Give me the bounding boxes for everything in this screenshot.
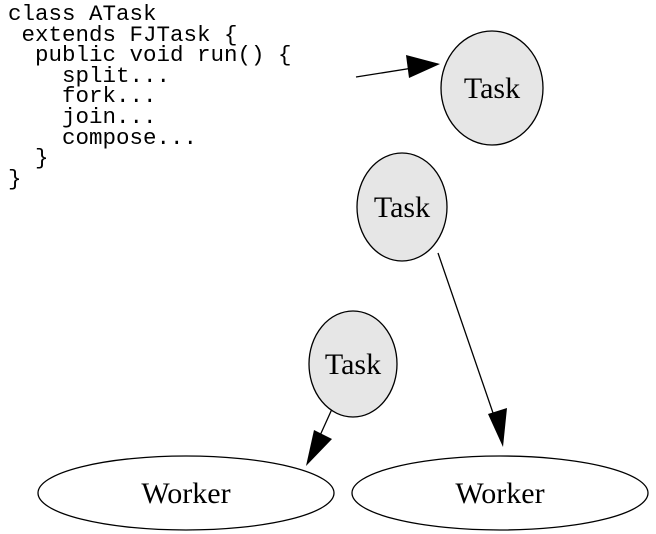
code-line: }	[8, 165, 22, 192]
task-node-bottom: Task	[308, 310, 398, 418]
code-line: join...	[8, 103, 157, 130]
code-line: split...	[8, 62, 171, 89]
worker-node-left: Worker	[37, 455, 335, 531]
code-line: compose...	[8, 124, 198, 151]
code-line: extends FJTask {	[8, 21, 238, 48]
arrow-task-to-worker-right	[437, 252, 504, 443]
task-node-label: Task	[374, 191, 430, 224]
code-line: }	[8, 145, 49, 172]
code-line: class ATask	[8, 1, 157, 27]
code-line: public void run() {	[8, 42, 292, 69]
task-node-middle: Task	[356, 152, 448, 262]
worker-node-label: Worker	[455, 477, 544, 510]
code-line: fork...	[8, 83, 157, 110]
arrow-task-to-worker-left-head	[306, 430, 332, 466]
arrow-run-to-task-head	[406, 55, 440, 78]
arrow-task-to-worker-right-head	[488, 408, 507, 447]
task-node-label: Task	[464, 72, 520, 105]
task-node-label: Task	[325, 348, 381, 381]
task-node-top: Task	[440, 30, 544, 146]
worker-node-label: Worker	[141, 477, 230, 510]
code-listing: class ATask extends FJTask { public void…	[8, 1, 292, 192]
worker-node-right: Worker	[351, 455, 649, 531]
